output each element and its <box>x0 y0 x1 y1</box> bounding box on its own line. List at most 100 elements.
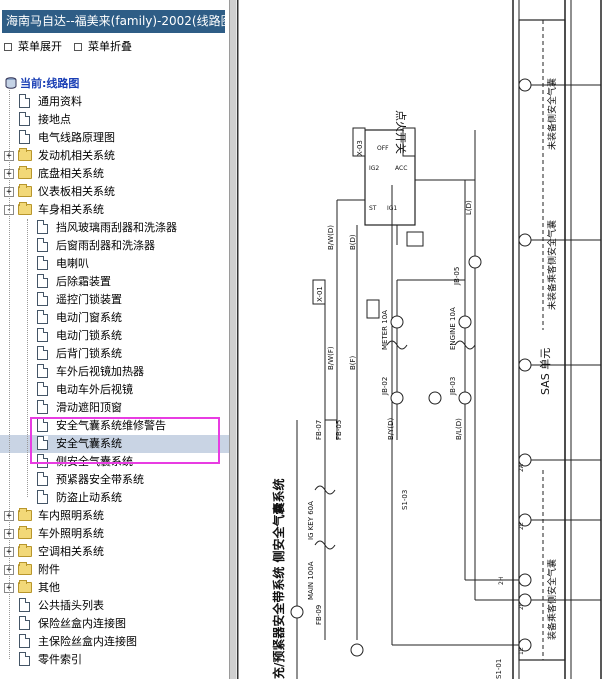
wire-bw-d-label: B/W(D) <box>327 225 335 250</box>
tree-item[interactable]: 接地点 <box>0 111 229 129</box>
term-2e-label: 2E <box>518 522 525 530</box>
tree-item[interactable]: 挡风玻璃雨刮器和洗涤器 <box>0 219 229 237</box>
tree-root[interactable]: 当前:线路图 <box>0 75 229 93</box>
tree-item-label: 安全气囊系统 <box>56 437 122 450</box>
sw-off-label: OFF <box>377 145 389 152</box>
wire-bwf-label: B/W(F) <box>327 346 335 370</box>
folder-icon <box>18 508 32 521</box>
diagram-heading: 充/预紧器安全带系统 侧安全气囊系统 <box>271 478 286 679</box>
term-2h-label: 2H <box>498 577 505 585</box>
wire-ld-label: L(D) <box>465 200 473 215</box>
tree-folder[interactable]: +车外照明系统 <box>0 525 229 543</box>
wire-bd-label: B(D) <box>349 234 357 250</box>
document-icon <box>37 436 48 450</box>
tree-folder[interactable]: +发动机相关系统 <box>0 147 229 165</box>
tree-folder[interactable]: +空调相关系统 <box>0 543 229 561</box>
folder-icon <box>18 526 32 539</box>
tree-folder[interactable]: +仪表板相关系统 <box>0 183 229 201</box>
diagram-viewer[interactable]: 充/预紧器安全带系统 侧安全气囊系统 点火开关 SAS 单元 未装备侧安全气囊 … <box>237 0 603 679</box>
equipped-passenger-label: 装备乘客侧安全气囊 <box>546 559 558 640</box>
tree-item[interactable]: 电喇叭 <box>0 255 229 273</box>
conn-fb09-label: FB-09 <box>315 605 323 625</box>
fuse-engine-label: ENGINE 10A <box>449 307 457 350</box>
tree-item-label: 后背门锁系统 <box>56 347 122 360</box>
database-icon <box>5 77 17 89</box>
tree-folder-label: 底盘相关系统 <box>38 167 104 180</box>
document-icon <box>37 472 48 486</box>
document-icon <box>37 454 48 468</box>
tree-item-label: 预紧器安全带系统 <box>56 473 144 486</box>
tree-item[interactable]: 零件索引 <box>0 651 229 669</box>
tree-folder-label: 车身相关系统 <box>38 203 104 216</box>
tree-item-label: 零件索引 <box>38 653 82 666</box>
document-icon <box>37 238 48 252</box>
document-icon <box>19 112 30 126</box>
folder-icon <box>18 184 32 197</box>
tree-item[interactable]: 安全气囊系统 <box>0 435 229 453</box>
tree-item-label: 公共插头列表 <box>38 599 104 612</box>
tree-item[interactable]: 安全气囊系统维修警告 <box>0 417 229 435</box>
tree-item[interactable]: 保险丝盒内连接图 <box>0 615 229 633</box>
tree-guide-line <box>9 90 10 659</box>
tree-folder-label: 仪表板相关系统 <box>38 185 115 198</box>
tree-item-label: 电喇叭 <box>56 257 89 270</box>
window-title: 海南马自达--福美来(family)-2002(线路图) <box>2 10 225 33</box>
sas-unit-box <box>518 19 566 661</box>
wire-byd-label: B/Y(D) <box>387 417 395 440</box>
term-2i-label: 2I <box>518 604 525 610</box>
tree-item[interactable]: 公共插头列表 <box>0 597 229 615</box>
tree-item-label: 滑动遮阳顶窗 <box>56 401 122 414</box>
tree-item[interactable]: 预紧器安全带系统 <box>0 471 229 489</box>
tree-folder[interactable]: +附件 <box>0 561 229 579</box>
fuse-ig-key-label: IG KEY 60A <box>307 501 315 540</box>
tree-item[interactable]: 后窗雨刮器和洗涤器 <box>0 237 229 255</box>
tree-item[interactable]: 电动门窗系统 <box>0 309 229 327</box>
navigation-pane: 海南马自达--福美来(family)-2002(线路图) 菜单展开 菜单折叠 当… <box>0 0 229 679</box>
collapse-menu-label: 菜单折叠 <box>88 40 132 53</box>
collapse-icon <box>74 43 82 51</box>
diagram-page <box>249 0 603 679</box>
tree-item[interactable]: 遥控门锁装置 <box>0 291 229 309</box>
wire-bf-label: B(F) <box>349 355 357 370</box>
folder-icon <box>18 166 32 179</box>
tree-item[interactable]: 后除霜装置 <box>0 273 229 291</box>
tree-item[interactable]: 电动门锁系统 <box>0 327 229 345</box>
folder-icon <box>18 202 32 215</box>
tree-item-label: 电气线路原理图 <box>38 131 115 144</box>
sw-ig1-label: IG1 <box>387 205 397 212</box>
tree-item[interactable]: 后背门锁系统 <box>0 345 229 363</box>
sw-acc-label: ACC <box>395 165 407 172</box>
tree-item[interactable]: 通用资料 <box>0 93 229 111</box>
tree-item[interactable]: 车外后视镜加热器 <box>0 363 229 381</box>
tree-item[interactable]: 侧安全气囊系统 <box>0 453 229 471</box>
document-icon <box>37 256 48 270</box>
document-icon <box>37 490 48 504</box>
not-equipped-side-label: 未装备侧安全气囊 <box>546 78 558 150</box>
ignition-switch-label: 点火开关 <box>394 110 408 154</box>
expand-menu-label: 菜单展开 <box>18 40 62 53</box>
conn-fb07-label: FB-07 <box>315 420 323 440</box>
tree-item-label: 后除霜装置 <box>56 275 111 288</box>
wire-bld-label: B/L(D) <box>455 418 463 440</box>
sw-ig2-label: IG2 <box>369 165 379 172</box>
tree-folder-label: 发动机相关系统 <box>38 149 115 162</box>
term-2a-label: 2A <box>518 463 525 472</box>
tree-item[interactable]: 滑动遮阳顶窗 <box>0 399 229 417</box>
tree-folder[interactable]: +底盘相关系统 <box>0 165 229 183</box>
tree-item[interactable]: 电动车外后视镜 <box>0 381 229 399</box>
pane-splitter[interactable] <box>229 0 237 679</box>
tree-item[interactable]: 防盗止动系统 <box>0 489 229 507</box>
sas-unit-label: SAS 单元 <box>539 348 552 395</box>
tree-folder[interactable]: +车内照明系统 <box>0 507 229 525</box>
expand-icon <box>4 43 12 51</box>
tree-item[interactable]: 电气线路原理图 <box>0 129 229 147</box>
tree-item-label: 主保险丝盒内连接图 <box>38 635 137 648</box>
tree-folder[interactable]: -车身相关系统 <box>0 201 229 219</box>
tree-item-label: 遥控门锁装置 <box>56 293 122 306</box>
tree-folder[interactable]: +其他 <box>0 579 229 597</box>
tree-folder-label: 附件 <box>38 563 60 576</box>
conn-fb05-label: FB-05 <box>335 420 343 440</box>
tree-item[interactable]: 主保险丝盒内连接图 <box>0 633 229 651</box>
sw-st-label: ST <box>369 205 377 212</box>
document-icon <box>19 616 30 630</box>
